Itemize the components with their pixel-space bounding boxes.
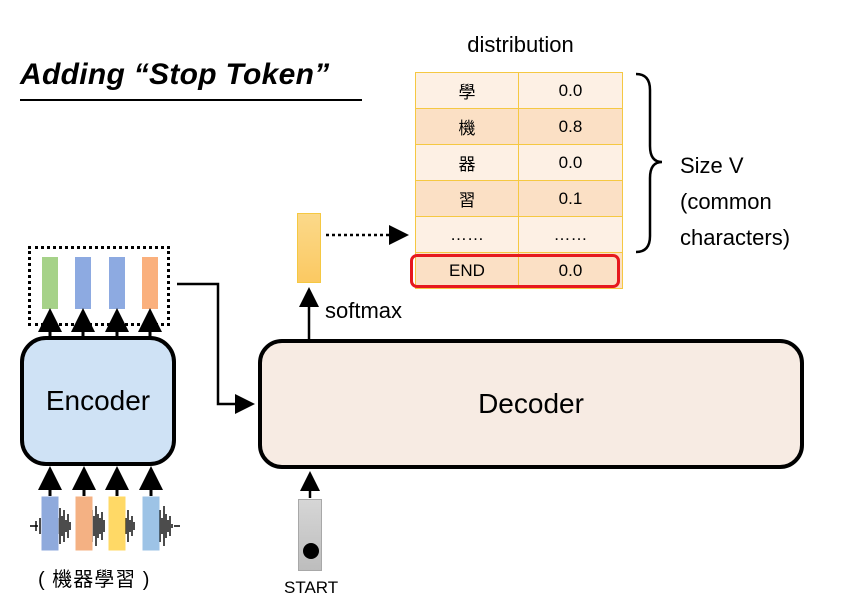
prob-cell: 0.0 xyxy=(518,252,623,289)
token-cell: 器 xyxy=(415,144,519,181)
softmax-label: softmax xyxy=(325,298,403,323)
start-label: START xyxy=(284,578,339,597)
distribution-table: 學 0.0 機 0.8 器 0.0 習 0.1 …… …… END 0.0 xyxy=(415,72,623,289)
table-row: 習 0.1 xyxy=(415,180,623,217)
size-v-line: Size V xyxy=(680,153,744,178)
audio-transcript-label: ( 機器學習 ) xyxy=(38,569,151,591)
table-row: …… …… xyxy=(415,216,623,253)
prob-cell: …… xyxy=(518,216,623,253)
softmax-output-vector xyxy=(297,213,321,283)
size-v-line: (common xyxy=(680,189,772,214)
encoder-input-vector xyxy=(41,496,59,551)
encoder-block: Encoder xyxy=(20,336,176,466)
encoder-output-group xyxy=(28,246,170,326)
encoder-input-vector xyxy=(75,496,93,551)
token-cell: …… xyxy=(415,216,519,253)
curly-brace-icon xyxy=(635,72,663,254)
encoder-label: Encoder xyxy=(45,385,151,416)
end-token-highlight xyxy=(410,254,620,288)
table-row: 學 0.0 xyxy=(415,72,623,109)
decoder-block: Decoder xyxy=(258,339,804,469)
encoder-output-arrows xyxy=(38,308,162,338)
table-row: 機 0.8 xyxy=(415,108,623,145)
table-row: 器 0.0 xyxy=(415,144,623,181)
distribution-label: distribution xyxy=(467,32,574,57)
decoder-label: Decoder xyxy=(478,388,584,419)
slide-title: Adding “Stop Token” xyxy=(20,58,330,91)
prob-cell: 0.8 xyxy=(518,108,623,145)
prob-cell: 0.0 xyxy=(518,72,623,109)
token-cell: END xyxy=(415,252,519,289)
table-row-end-token: END 0.0 xyxy=(415,252,623,289)
title-underline xyxy=(20,99,362,101)
start-token-dot xyxy=(303,543,319,559)
size-v-line: characters) xyxy=(680,225,791,250)
size-v-annotation: Size V (common characters) xyxy=(680,148,790,256)
prob-cell: 0.1 xyxy=(518,180,623,217)
start-token-vector xyxy=(298,499,322,571)
encoder-input-vector xyxy=(108,496,126,551)
encoder-input-vector xyxy=(142,496,160,551)
encoder-input-vectors xyxy=(38,466,163,551)
encoder-to-decoder-arrow xyxy=(177,282,255,414)
prob-cell: 0.0 xyxy=(518,144,623,181)
token-cell: 機 xyxy=(415,108,519,145)
